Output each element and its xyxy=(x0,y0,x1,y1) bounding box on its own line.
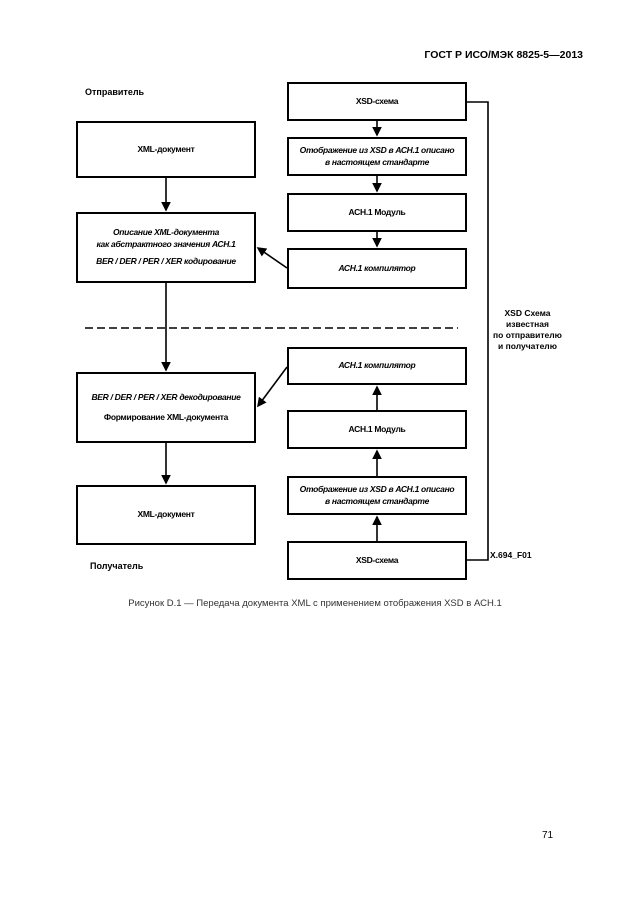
page-number: 71 xyxy=(542,830,554,841)
sender-asn-module-box: АСН.1 Модуль xyxy=(287,193,467,232)
box-text: как абстрактного значения АСН.1 xyxy=(96,238,236,249)
box-text: Формирование XML-документа xyxy=(103,411,229,422)
box-text: BER / DER / PER / XER кодирование xyxy=(96,256,236,267)
sender-label: Отправитель xyxy=(85,87,145,97)
receiver-asn-compiler-box: АСН.1 компилятор xyxy=(287,347,467,385)
schema-link-line xyxy=(467,101,489,561)
receiver-xml-document-box: XML-документ xyxy=(76,485,256,545)
receiver-asn-module-box: АСН.1 Модуль xyxy=(287,410,467,449)
figure-caption: Рисунок D.1 — Передача документа XML с п… xyxy=(128,598,502,609)
sender-encoding-box: Описание XML-документа как абстрактного … xyxy=(76,212,256,283)
side-note-line: по отправителю xyxy=(493,330,562,341)
figure-id: X.694_F01 xyxy=(490,550,532,560)
arrow xyxy=(256,247,288,269)
receiver-label: Получатель xyxy=(90,561,144,571)
box-text: XML-документ xyxy=(137,143,195,154)
side-note-line: XSD Схема xyxy=(504,308,551,318)
box-text: XSD-схема xyxy=(355,95,399,106)
box-text: АСН.1 компилятор xyxy=(338,262,416,273)
box-text: XSD-схема xyxy=(355,554,399,565)
box-text: в настоящем стандарте xyxy=(324,156,430,167)
box-text: Описание XML-документа xyxy=(112,227,220,238)
receiver-decoding-box: BER / DER / PER / XER декодирование Форм… xyxy=(76,372,256,443)
side-note-line: и получателю xyxy=(498,341,557,352)
standard-header: ГОСТ Р ИСО/МЭК 8825-5—2013 xyxy=(424,49,583,61)
receiver-xsd-schema-box: XSD-схема xyxy=(287,541,467,580)
arrow xyxy=(257,366,288,408)
box-text: BER / DER / PER / XER декодирование xyxy=(91,392,241,403)
side-note: XSD Схема известная по отправителю и пол… xyxy=(490,308,565,352)
sender-asn-compiler-box: АСН.1 компилятор xyxy=(287,248,467,289)
box-text: АСН.1 компилятор xyxy=(338,360,416,371)
box-text: в настоящем стандарте xyxy=(324,495,430,506)
box-text: АСН.1 Модуль xyxy=(348,423,406,434)
sender-xsd-schema-box: XSD-схема xyxy=(287,82,467,121)
sender-xml-document-box: XML-документ xyxy=(76,121,256,178)
box-text: Отображение из XSD в АСН.1 описано xyxy=(299,484,455,495)
box-text: XML-документ xyxy=(137,509,195,520)
box-text: АСН.1 Модуль xyxy=(348,206,406,217)
side-note-line: известная xyxy=(506,319,549,330)
box-text: Отображение из XSD в АСН.1 описано xyxy=(299,145,455,156)
